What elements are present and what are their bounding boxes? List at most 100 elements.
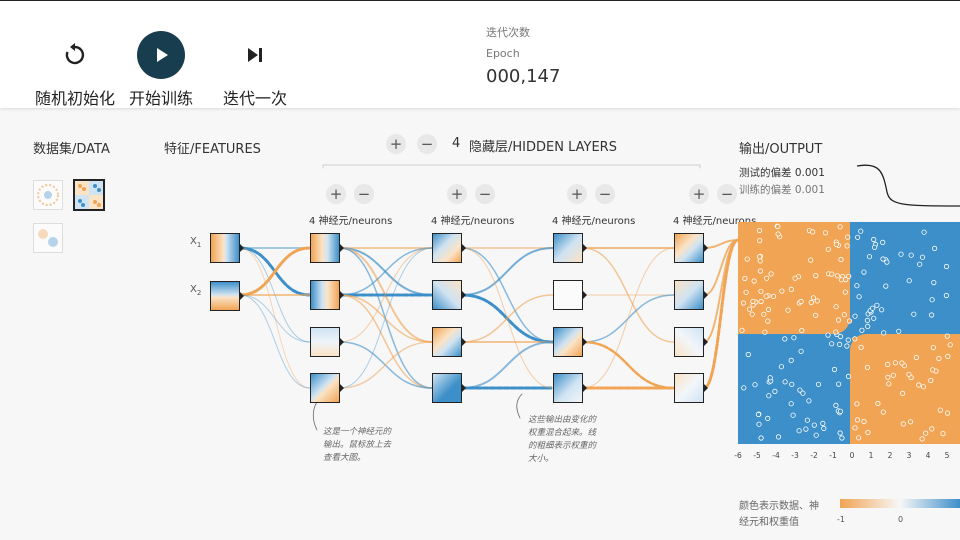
data-point xyxy=(892,360,898,366)
neuron-l2-3[interactable] xyxy=(432,327,466,357)
dataset-gauss[interactable] xyxy=(33,223,63,253)
data-point xyxy=(764,275,770,281)
data-point xyxy=(854,417,861,423)
neuron-l3-4[interactable] xyxy=(553,373,587,403)
neuron-l2-4[interactable] xyxy=(432,373,466,403)
data-point xyxy=(932,245,938,251)
data-point xyxy=(839,435,845,441)
layer2-neuron-count: 4 神经元/neurons xyxy=(431,216,515,227)
data-point xyxy=(917,261,923,267)
layer4-add-neuron[interactable]: + xyxy=(689,184,709,204)
neuron-l1-3[interactable] xyxy=(310,327,344,357)
data-point xyxy=(854,401,860,407)
data-point xyxy=(755,411,762,418)
data-point xyxy=(879,307,885,313)
neuron-l4-3[interactable] xyxy=(674,327,708,357)
layer1-add-neuron[interactable]: + xyxy=(326,184,346,204)
data-point xyxy=(775,434,782,440)
data-point xyxy=(797,387,803,393)
data-point xyxy=(923,430,929,436)
weights-note: 这些输出由变化的权重混合起来。线的粗细表示权重的大小。 xyxy=(528,415,597,464)
train-loss: 训练的偏差 0.001 xyxy=(739,184,825,196)
neuron-note: 这是一个神经元的输出。鼠标放上去查看大图。 xyxy=(323,427,392,463)
data-point xyxy=(765,318,771,324)
data-point xyxy=(749,311,755,317)
layer4-remove-neuron[interactable]: − xyxy=(717,184,737,204)
layer3-remove-neuron[interactable]: − xyxy=(595,184,615,204)
output-points xyxy=(739,223,953,442)
data-point xyxy=(808,299,814,306)
data-point xyxy=(813,272,819,279)
data-point xyxy=(870,305,876,311)
feature-x2-node[interactable] xyxy=(210,281,244,311)
data-point xyxy=(859,327,865,333)
data-point xyxy=(758,298,764,305)
play-label: 开始训练 xyxy=(128,89,193,108)
data-point xyxy=(800,390,806,396)
output-heatmap[interactable] xyxy=(738,222,960,444)
data-point xyxy=(845,234,851,240)
neuron-l3-2[interactable] xyxy=(553,280,587,310)
add-layer-button[interactable]: + xyxy=(386,134,406,154)
data-point xyxy=(763,293,769,299)
data-point xyxy=(799,327,805,334)
data-point xyxy=(766,393,772,399)
data-point xyxy=(885,361,891,367)
neuron-l1-2[interactable] xyxy=(310,280,344,310)
data-point xyxy=(880,409,886,415)
dataset-xor[interactable] xyxy=(73,179,105,211)
data-point xyxy=(875,400,881,407)
data-point xyxy=(825,332,831,338)
data-point xyxy=(921,229,927,235)
neuron-l1-4[interactable] xyxy=(310,373,344,403)
data-point xyxy=(782,336,788,342)
play-button[interactable]: 开始训练 xyxy=(126,31,196,109)
neuron-l3-3[interactable] xyxy=(553,327,587,357)
data-point xyxy=(937,407,943,413)
remove-layer-button[interactable]: − xyxy=(417,134,437,154)
data-point xyxy=(929,297,935,303)
data-point xyxy=(837,408,844,414)
data-point xyxy=(751,278,757,284)
data-point xyxy=(750,298,756,304)
data-point xyxy=(767,375,773,381)
neuron-l3-1[interactable] xyxy=(553,233,587,263)
data-point xyxy=(944,333,950,339)
data-point xyxy=(765,415,771,421)
layer2-remove-neuron[interactable]: − xyxy=(475,184,495,204)
dataset-circle[interactable] xyxy=(33,180,63,210)
neuron-l2-1[interactable] xyxy=(432,233,466,263)
data-point xyxy=(881,330,887,336)
neuron-l4-4[interactable] xyxy=(674,373,708,403)
feature-x1-label: X1 xyxy=(190,236,202,249)
layer1-neuron-count: 4 神经元/neurons xyxy=(309,216,393,227)
data-point xyxy=(757,237,763,244)
data-point xyxy=(845,373,852,379)
neuron-l1-1[interactable] xyxy=(310,233,344,263)
data-point xyxy=(846,273,852,279)
data-point xyxy=(788,286,794,293)
data-point xyxy=(943,292,949,299)
data-point xyxy=(814,298,820,304)
data-point xyxy=(835,317,842,323)
layer3-add-neuron[interactable]: + xyxy=(567,184,587,204)
data-point xyxy=(837,224,843,230)
data-point xyxy=(865,323,871,330)
layer2-add-neuron[interactable]: + xyxy=(447,184,467,204)
data-point xyxy=(788,401,794,407)
data-point xyxy=(913,354,919,361)
layer3-neuron-count: 4 神经元/neurons xyxy=(552,216,636,227)
data-point xyxy=(837,333,844,340)
data-point xyxy=(861,418,867,425)
layer1-remove-neuron[interactable]: − xyxy=(354,184,374,204)
neuron-l4-2[interactable] xyxy=(674,280,708,310)
data-point xyxy=(772,388,778,394)
reset-button[interactable]: 随机初始化 xyxy=(30,31,120,109)
neuron-l4-1[interactable] xyxy=(674,233,708,263)
feature-x1-node[interactable] xyxy=(210,233,244,263)
neuron-l2-2[interactable] xyxy=(432,280,466,310)
data-point xyxy=(900,390,906,396)
data-point xyxy=(775,223,781,230)
step-button[interactable]: 迭代一次 xyxy=(219,31,291,109)
